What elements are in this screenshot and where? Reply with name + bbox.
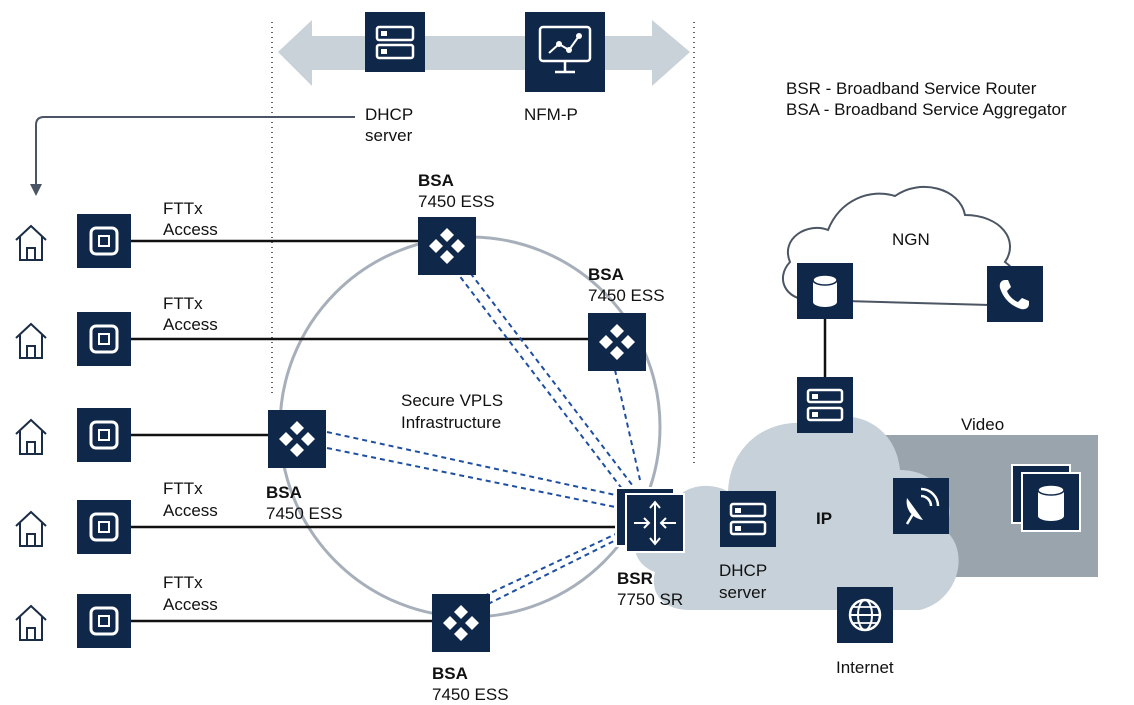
access-label-line1: FTTx: [163, 479, 203, 498]
ring-label-line1: Secure VPLS: [401, 391, 503, 410]
bsa-node-left: [268, 410, 326, 468]
bsr-router-icon: [615, 487, 685, 553]
nfm-label: NFM-P: [524, 105, 578, 124]
ont-icon: [75, 212, 133, 270]
bsa-left-title: BSA: [266, 483, 302, 502]
dhcp-mgmt-label-line2: server: [365, 126, 413, 145]
access-links: [131, 239, 618, 623]
globe-icon: [837, 587, 893, 643]
phone-icon: [987, 266, 1043, 322]
ip-dhcp-server-icon: [720, 491, 776, 547]
home-icon: [15, 419, 47, 455]
bsa-node-top: [418, 217, 476, 275]
video-label: Video: [961, 415, 1004, 434]
dhcp-mgmt-label-line1: DHCP: [365, 105, 413, 124]
access-label-line2: Access: [163, 501, 218, 520]
access-label-line2: Access: [163, 595, 218, 614]
management-bus-arrow: [278, 20, 690, 86]
access-label-line1: FTTx: [163, 294, 203, 313]
ont-icon: [75, 310, 133, 368]
legend-bsa: BSA - Broadband Service Aggregator: [786, 100, 1067, 119]
ont-icon: [75, 592, 133, 650]
access-label-line2: Access: [163, 315, 218, 334]
management-to-home-arrow: [30, 116, 355, 196]
ngn-label: NGN: [892, 230, 930, 249]
bsr-model: 7750 SR: [617, 590, 683, 609]
database-icon: [797, 263, 853, 319]
bsa-top-model: 7450 ESS: [418, 192, 495, 211]
bsa-top-title: BSA: [418, 171, 454, 190]
home-icon: [15, 511, 47, 547]
network-monitor-icon: [525, 12, 605, 92]
ip-cloud-label: IP: [816, 509, 832, 528]
vpls-dashed-paths: [326, 265, 641, 605]
bsa-node-right: [588, 313, 646, 371]
bsr-title: BSR: [617, 569, 653, 588]
internet-label: Internet: [836, 658, 894, 677]
bsa-node-bottom: [432, 594, 490, 652]
satellite-dish-icon: [893, 478, 949, 534]
ngn-server-icon: [797, 377, 853, 433]
ont-icon: [75, 406, 133, 464]
bsa-bottom-model: 7450 ESS: [432, 685, 509, 704]
home-icon: [15, 605, 47, 641]
ip-dhcp-label-line1: DHCP: [719, 561, 767, 580]
video-storage-icon: [1011, 464, 1081, 532]
bsa-right-model: 7450 ESS: [588, 286, 665, 305]
access-label-line1: FTTx: [163, 573, 203, 592]
bsa-bottom-title: BSA: [432, 664, 468, 683]
access-label-line2: Access: [163, 220, 218, 239]
home-icon: [15, 225, 47, 261]
home-icon: [15, 323, 47, 359]
access-label-line1: FTTx: [163, 199, 203, 218]
bsa-right-title: BSA: [588, 265, 624, 284]
ring-label-line2: Infrastructure: [401, 413, 501, 432]
legend-bsr: BSR - Broadband Service Router: [786, 79, 1037, 98]
bsa-left-model: 7450 ESS: [266, 504, 343, 523]
ip-dhcp-label-line2: server: [719, 583, 767, 602]
dhcp-server-mgmt-icon: [363, 10, 427, 74]
ont-icon: [75, 498, 133, 556]
